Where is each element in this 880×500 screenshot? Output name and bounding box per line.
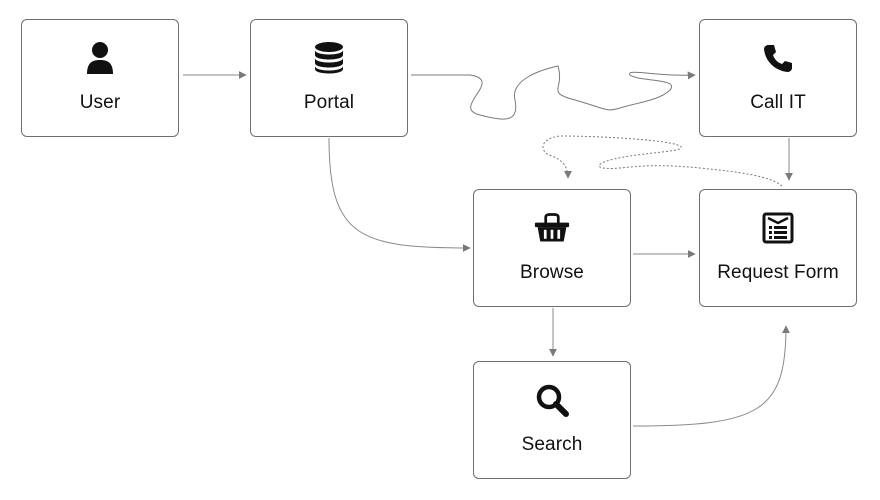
user-icon: [82, 40, 118, 76]
node-portal-label: Portal: [303, 92, 355, 113]
node-request-form[interactable]: Request Form: [699, 189, 857, 307]
edge-portal-browse: [328, 137, 471, 252]
node-user[interactable]: User: [21, 19, 179, 137]
node-browse[interactable]: Browse: [473, 189, 631, 307]
edge-portal-callit: [411, 65, 696, 120]
search-icon: [534, 382, 570, 418]
database-icon: [311, 40, 347, 76]
node-browse-label: Browse: [520, 262, 584, 283]
edge-callit-browse-dotted: [542, 135, 783, 187]
node-call-it-label: Call IT: [750, 92, 806, 113]
node-search-label: Search: [521, 434, 583, 455]
node-portal[interactable]: Portal: [250, 19, 408, 137]
node-request-form-label: Request Form: [717, 262, 839, 283]
node-search[interactable]: Search: [473, 361, 631, 479]
edge-search-request: [632, 325, 790, 427]
node-user-label: User: [79, 92, 121, 113]
node-call-it[interactable]: Call IT: [699, 19, 857, 137]
basket-icon: [534, 210, 570, 246]
form-icon: [760, 210, 796, 246]
phone-icon: [760, 40, 796, 76]
